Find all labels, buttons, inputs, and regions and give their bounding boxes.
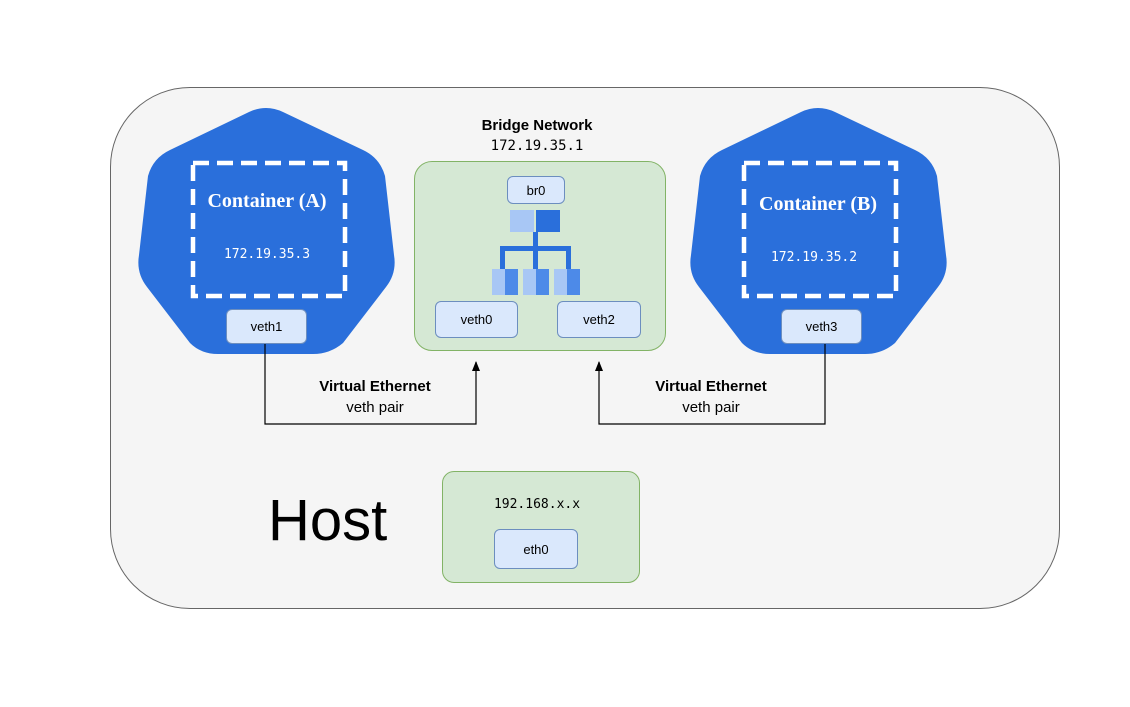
br0-interface[interactable]: br0: [507, 176, 565, 204]
container-a-shape: [138, 108, 395, 354]
container-a-ip: 172.19.35.3: [223, 247, 311, 262]
veth-pair-left-title: Virtual Ethernet: [319, 378, 431, 395]
network-switch-icon: [492, 210, 580, 295]
veth1-interface[interactable]: veth1: [226, 309, 307, 344]
container-b-dashed-border: [741, 160, 899, 299]
veth-pair-right-title: Virtual Ethernet: [655, 378, 767, 395]
veth2-interface[interactable]: veth2: [557, 301, 641, 338]
eth0-interface[interactable]: eth0: [494, 529, 578, 569]
container-a-dashed-border: [190, 160, 348, 299]
veth-pair-right-subtitle: veth pair: [682, 399, 740, 416]
container-b-title: Container (B): [759, 193, 877, 215]
veth-pair-left-subtitle: veth pair: [346, 399, 404, 416]
container-a-title: Container (A): [207, 190, 327, 212]
host-label: Host: [268, 488, 388, 553]
bridge-network-ip: 172.19.35.1: [490, 138, 584, 154]
host-nic-ip: 192.168.x.x: [493, 497, 581, 512]
container-b-ip: 172.19.35.2: [770, 250, 858, 265]
veth0-interface[interactable]: veth0: [435, 301, 518, 338]
veth3-interface[interactable]: veth3: [781, 309, 862, 344]
bridge-network-title: Bridge Network: [481, 117, 593, 134]
container-b-shape: [690, 108, 947, 354]
